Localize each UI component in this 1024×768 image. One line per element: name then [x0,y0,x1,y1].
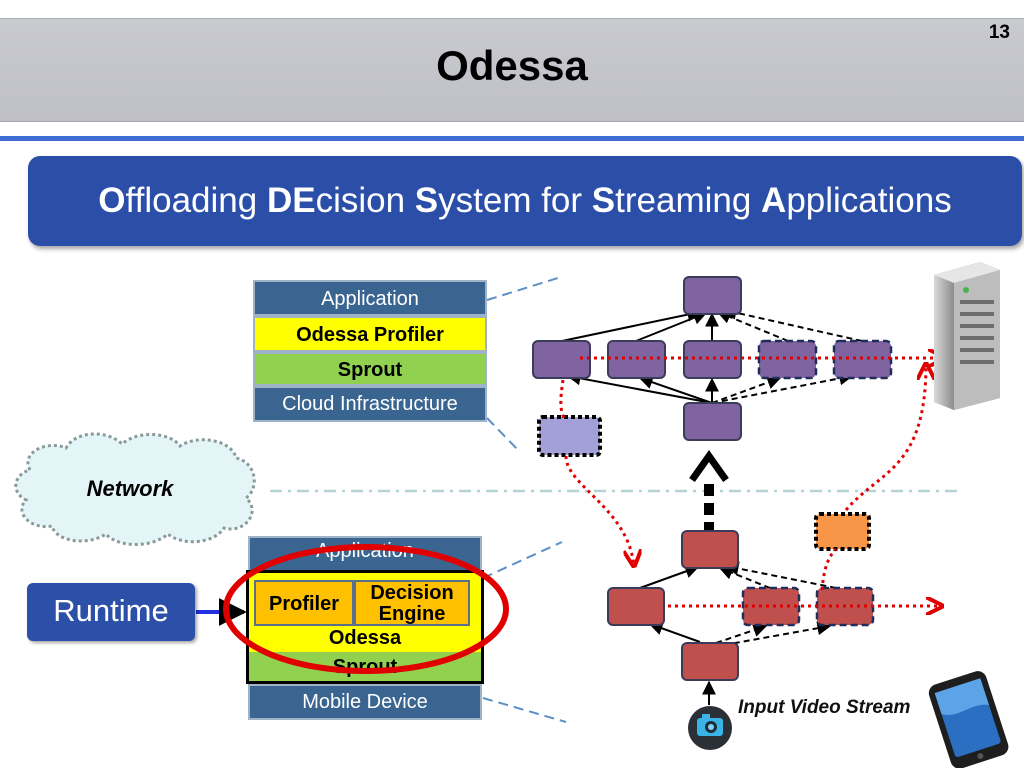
mobile-odessa-layer: Odessa [249,626,481,652]
title-bar [0,18,1024,122]
page-number: 13 [988,22,1010,43]
cloud-zoom-line-bottom [486,417,521,453]
mobile-zoom-line-bottom [482,697,567,723]
banner-rest-1: cision [315,181,415,220]
banner-rest-3: treaming [615,181,762,220]
cloud-graph-nodes [532,276,893,457]
mobile-graph-dashed-edges [715,561,837,646]
data-flow-arrows [559,358,944,606]
mobile-application-label: Application [316,540,414,562]
banner-cap-2: S [414,181,439,220]
banner-cap-0: O [98,181,126,220]
smartphone-icon [928,671,1009,768]
cloud-sprout-layer: Sprout [253,352,487,386]
banner-rest-4: pplications [786,181,952,220]
cloud-infrastructure-layer: Cloud Infrastructure [253,386,487,422]
mobile-sprout-layer: Sprout [249,652,481,681]
banner-cap-4: A [761,181,787,220]
cloud-application-layer: Application [253,280,487,316]
server-icon [934,262,1000,410]
network-label: Network [86,476,174,501]
cloud-icon [14,432,256,546]
banner-rest-0: ffloading [125,181,267,220]
runtime-label: Runtime [27,583,195,641]
mobile-graph-nodes [607,512,875,681]
offload-arrow [689,449,729,534]
camera-icon [688,706,732,750]
banner-cap-3: S [591,181,616,220]
cloud-profiler-layer: Odessa Profiler [253,316,487,352]
mobile-device-layer: Mobile Device [248,684,482,720]
input-video-stream-label: Input Video Stream [738,697,911,718]
cloud-graph-dashed-edges [711,305,863,404]
mobile-zoom-line-top [482,541,563,579]
cloud-graph-edges [561,307,719,404]
cloud-zoom-line-top [486,277,559,301]
mobile-profiler-box: Profiler [254,580,354,626]
banner-cap-1: DE [266,181,316,220]
header-divider [0,136,1024,141]
subtitle-banner: Offloading DEcision System for Streaming… [28,156,1022,246]
subtitle-text: Offloading DEcision System for Streaming… [28,181,1022,221]
mobile-graph-edges [639,564,716,705]
decision-engine-line1: Decision [370,582,454,604]
mobile-decision-engine-box: Decision Engine [354,580,470,626]
banner-rest-2: ystem for [438,181,592,220]
slide-title: Odessa [436,42,588,89]
decision-engine-line2: Engine [378,603,446,625]
